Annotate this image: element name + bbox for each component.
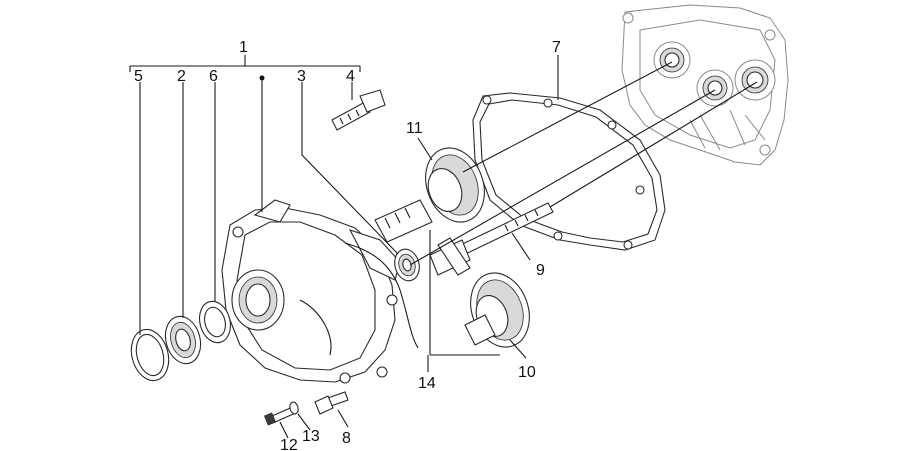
callout-14: 14: [418, 375, 436, 392]
callout-8: 8: [342, 430, 351, 447]
shaft-part-9: [429, 202, 554, 276]
callout-6: 6: [209, 68, 218, 85]
callout-3: 3: [297, 68, 306, 85]
fitting-part-4: [331, 89, 386, 131]
gasket-part-7: [472, 92, 666, 251]
hose-part-14: [344, 242, 419, 349]
bearing-part-2: [164, 315, 202, 365]
callout-1: 1: [239, 39, 248, 56]
washer-part-13: [289, 401, 299, 415]
callout-9: 9: [536, 262, 545, 279]
callout-5: 5: [134, 68, 143, 85]
callout-12: 12: [280, 437, 298, 451]
bearing-part-3: [394, 248, 420, 282]
callout-4: 4: [346, 68, 355, 85]
leader-lines: [129, 55, 758, 439]
callout-11: 11: [406, 120, 423, 137]
callout-7: 7: [552, 39, 561, 56]
gear-part-10: [464, 272, 530, 348]
bolt-part-8: [314, 391, 349, 415]
transmission-cover: [221, 199, 401, 384]
gear-part-11: [374, 147, 485, 243]
callout-2: 2: [177, 68, 186, 85]
seal-part-6: [198, 300, 232, 344]
callout-labels: 1 5 2 6 3 4 7 11 9 10 14 8 12 13: [134, 39, 561, 451]
circlip-part-5: [130, 328, 170, 382]
crankcase-housing: [621, 4, 789, 166]
callout-10: 10: [518, 364, 536, 381]
callout-13: 13: [302, 428, 320, 445]
